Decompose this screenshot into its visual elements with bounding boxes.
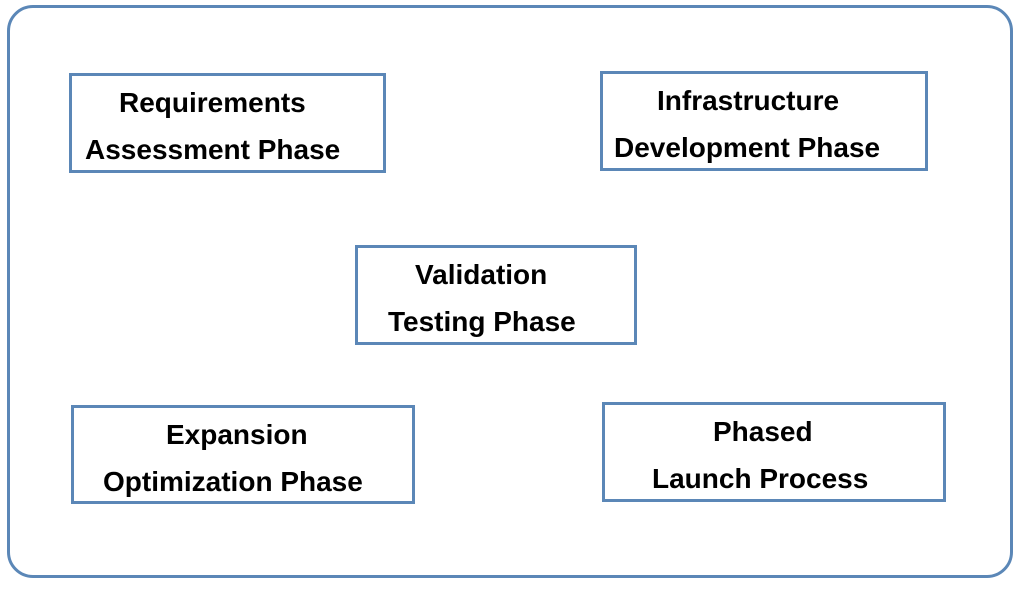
- phase-title-line-2: Development Phase: [614, 132, 881, 163]
- expansion-optimization-phase-box: Expansion Optimization Phase: [71, 405, 415, 504]
- phase-title-line-2: Optimization Phase: [103, 466, 363, 497]
- phase-title-line-1: Phased: [713, 416, 813, 447]
- phase-title-line-1: Validation: [415, 259, 548, 290]
- infrastructure-development-phase-box: Infrastructure Development Phase: [600, 71, 928, 171]
- phase-title-line-2: Testing Phase: [388, 306, 576, 337]
- phased-launch-process-box: Phased Launch Process: [602, 402, 946, 502]
- phase-title-line-1: Expansion: [166, 419, 308, 450]
- phase-title-line-2: Launch Process: [652, 463, 869, 494]
- validation-testing-phase-box: Validation Testing Phase: [355, 245, 637, 345]
- phase-title-line-2: Assessment Phase: [85, 134, 341, 165]
- phase-title-line-1: Infrastructure: [657, 85, 840, 116]
- requirements-assessment-phase-box: Requirements Assessment Phase: [69, 73, 386, 173]
- phase-title-line-1: Requirements: [119, 87, 306, 118]
